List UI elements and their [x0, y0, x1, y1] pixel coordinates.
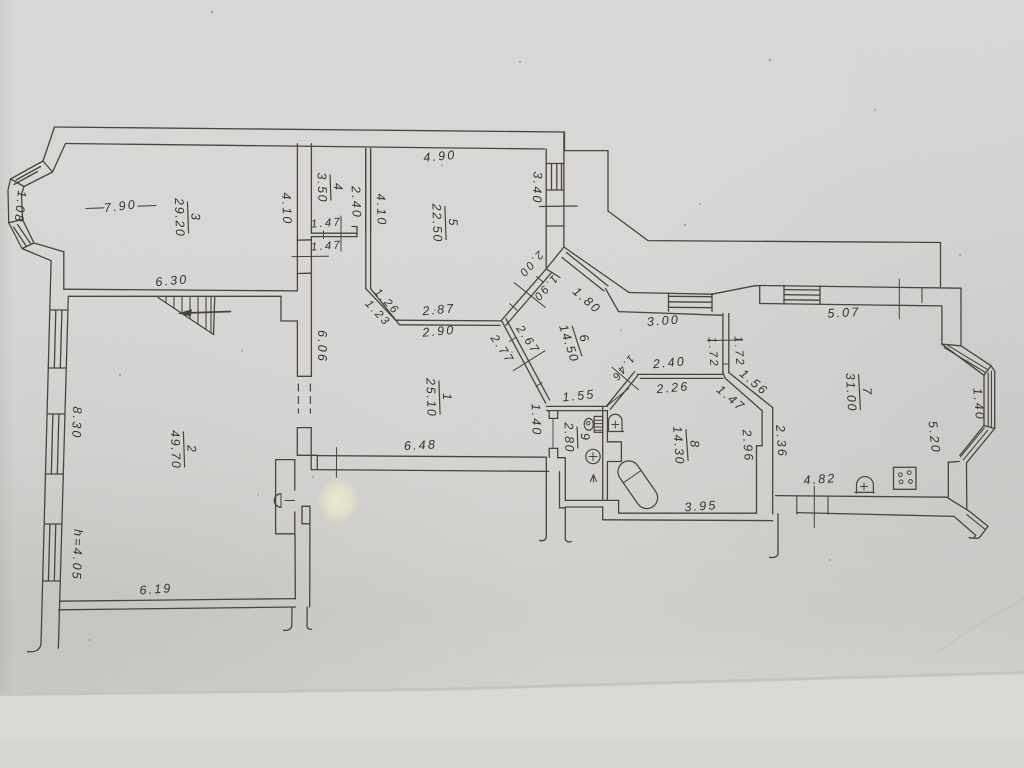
- svg-text:2.90: 2.90: [421, 323, 456, 340]
- svg-text:9: 9: [578, 433, 592, 442]
- svg-text:8.30: 8.30: [69, 406, 84, 440]
- svg-text:5.20: 5.20: [926, 420, 943, 454]
- svg-text:3.95: 3.95: [684, 498, 718, 514]
- svg-text:3.40: 3.40: [530, 171, 545, 205]
- svg-text:5: 5: [446, 218, 460, 227]
- svg-text:6.06: 6.06: [315, 330, 329, 363]
- svg-text:h=4.05: h=4.05: [69, 529, 85, 581]
- svg-text:29.20: 29.20: [172, 197, 187, 238]
- svg-text:3: 3: [188, 213, 202, 222]
- svg-text:2.80: 2.80: [561, 421, 576, 453]
- svg-text:6.48: 6.48: [404, 437, 438, 453]
- svg-text:4.10: 4.10: [279, 192, 294, 226]
- svg-text:2.26: 2.26: [655, 379, 690, 396]
- svg-text:2.87: 2.87: [421, 301, 456, 318]
- svg-text:4.90: 4.90: [423, 148, 457, 165]
- svg-text:1.08: 1.08: [12, 190, 29, 224]
- svg-text:2.40: 2.40: [651, 354, 686, 371]
- svg-text:4.82: 4.82: [803, 471, 837, 487]
- svg-text:6.19: 6.19: [139, 581, 173, 597]
- svg-text:2.36: 2.36: [773, 423, 789, 458]
- svg-text:1.55: 1.55: [562, 387, 596, 404]
- svg-text:6.30: 6.30: [155, 272, 189, 289]
- svg-text:49.70: 49.70: [168, 430, 183, 470]
- svg-text:4.10: 4.10: [374, 193, 389, 227]
- svg-text:1.72: 1.72: [731, 336, 745, 368]
- svg-text:2.96: 2.96: [739, 428, 755, 463]
- svg-text:31.00: 31.00: [843, 372, 859, 412]
- svg-text:1.47: 1.47: [311, 239, 343, 253]
- svg-text:7: 7: [860, 387, 874, 396]
- svg-text:14.30: 14.30: [670, 426, 687, 466]
- svg-text:1.72: 1.72: [705, 337, 719, 369]
- svg-text:2: 2: [184, 444, 198, 454]
- svg-text:1.40: 1.40: [529, 403, 544, 437]
- svg-text:1.40: 1.40: [970, 387, 987, 421]
- svg-text:6: 6: [576, 332, 592, 344]
- svg-text:22.50: 22.50: [429, 202, 444, 243]
- svg-text:25.10: 25.10: [423, 377, 438, 418]
- svg-text:7.90: 7.90: [103, 197, 138, 215]
- svg-text:3.00: 3.00: [646, 313, 680, 329]
- svg-text:3.50: 3.50: [314, 172, 329, 203]
- svg-text:2.40: 2.40: [349, 185, 364, 220]
- svg-text:5.07: 5.07: [827, 305, 861, 321]
- svg-text:8: 8: [687, 440, 702, 450]
- svg-text:1.47: 1.47: [311, 216, 343, 230]
- svg-text:4: 4: [331, 183, 345, 192]
- svg-text:1: 1: [440, 393, 454, 402]
